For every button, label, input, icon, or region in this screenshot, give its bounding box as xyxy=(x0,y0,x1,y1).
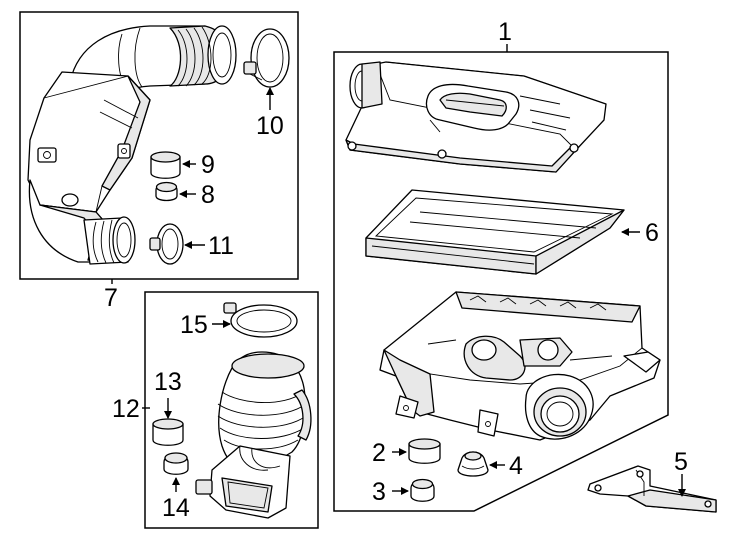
grommet-8 xyxy=(155,181,178,202)
callout-6: 6 xyxy=(645,219,659,247)
grommet-3 xyxy=(410,478,435,502)
group-box-1 xyxy=(333,51,669,512)
callout-7: 7 xyxy=(104,284,118,312)
callout-1: 1 xyxy=(498,18,512,46)
grommet-14 xyxy=(163,452,189,475)
callout-9: 9 xyxy=(201,151,215,179)
sleeve-9 xyxy=(150,151,181,179)
callout-4: 4 xyxy=(509,452,523,480)
bellows-duct xyxy=(195,351,312,519)
callout-11: 11 xyxy=(208,232,234,260)
callout-15: 15 xyxy=(180,311,208,339)
clamp-10 xyxy=(243,28,290,88)
callout-3: 3 xyxy=(372,478,386,506)
sleeve-2 xyxy=(408,438,441,464)
grommet-4 xyxy=(457,451,489,477)
callout-14: 14 xyxy=(162,494,190,522)
intake-duct-assembly xyxy=(27,25,237,265)
callout-13: 13 xyxy=(154,368,182,396)
callout-5: 5 xyxy=(674,448,688,476)
callout-2: 2 xyxy=(372,439,386,467)
callout-10: 10 xyxy=(256,112,284,140)
callout-8: 8 xyxy=(201,181,215,209)
air-filter-element xyxy=(365,189,625,275)
group-box-12 xyxy=(144,291,319,529)
air-cleaner-cover xyxy=(345,61,607,173)
clamp-15 xyxy=(223,302,298,338)
callout-12: 12 xyxy=(112,395,140,423)
air-cleaner-lower-housing xyxy=(379,291,661,441)
group-box-7 xyxy=(19,11,299,280)
sleeve-13 xyxy=(152,418,184,446)
clamp-11 xyxy=(149,223,184,265)
bracket-5 xyxy=(587,465,717,513)
